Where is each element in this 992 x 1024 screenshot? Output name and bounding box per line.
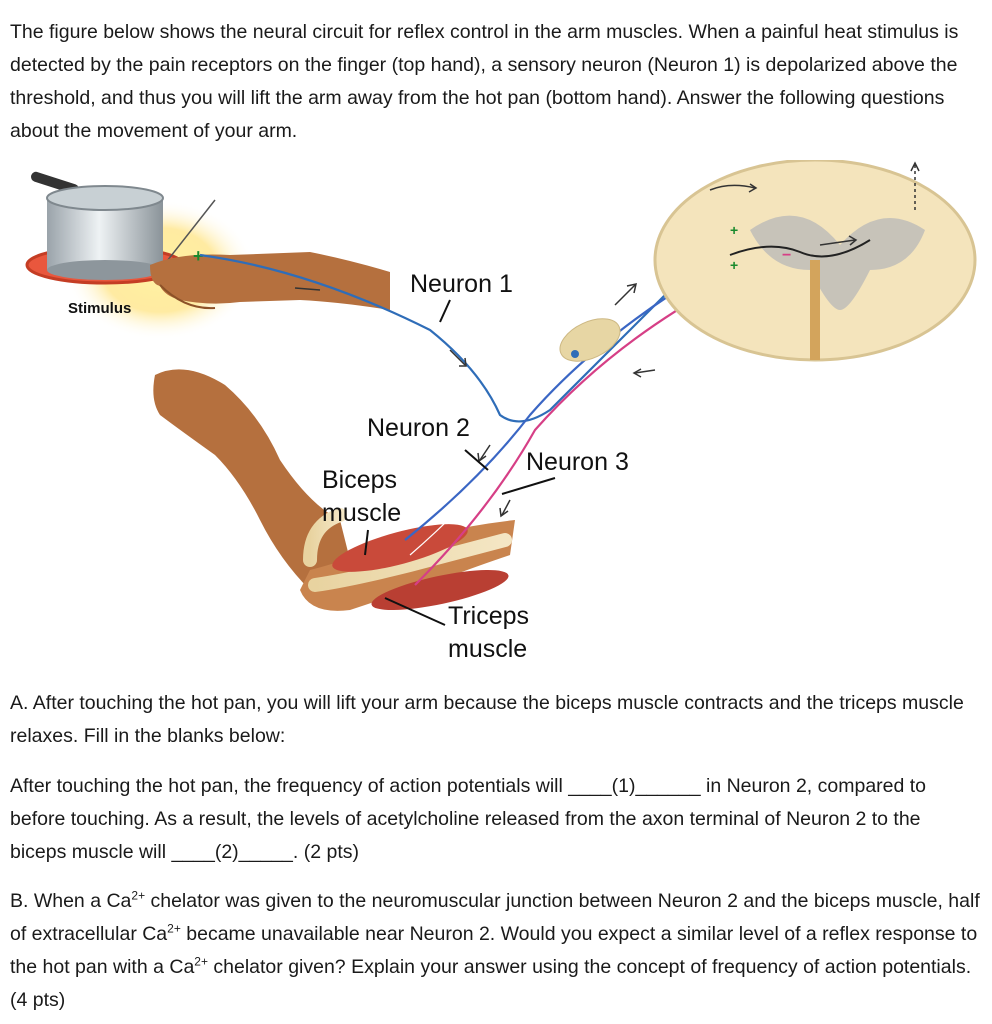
biceps-label-line1: Biceps [322, 466, 398, 494]
qb-sup-3: 2+ [194, 954, 208, 969]
lower-arm [153, 369, 515, 611]
svg-text:−: − [782, 247, 791, 264]
svg-text:+: + [730, 257, 738, 273]
qb-text-4: chelator given? Explain your answer usin… [10, 956, 972, 1011]
biceps-label: Biceps muscle [322, 464, 401, 530]
label-pointers [364, 299, 556, 626]
svg-text:+: + [730, 222, 738, 238]
triceps-label-line1: Triceps [448, 602, 530, 630]
blank-1: ____(1)______ [568, 775, 701, 797]
fill-text-1: After touching the hot pan, the frequenc… [10, 775, 569, 797]
intro-paragraph: The figure below shows the neural circui… [10, 21, 959, 142]
neuron3-label: Neuron 3 [526, 448, 629, 476]
question-a-fill-in: After touching the hot pan, the frequenc… [10, 770, 982, 869]
triceps-label: Triceps muscle [448, 600, 529, 666]
reflex-circuit-figure: + + + − [10, 158, 982, 680]
spinal-cord [653, 158, 977, 362]
neuron2-label: Neuron 2 [367, 414, 470, 442]
qb-sup-2: 2+ [167, 921, 181, 936]
qb-text-3: became unavailable near Neuron 2. Would … [10, 923, 978, 978]
qb-sup-1: 2+ [131, 888, 146, 903]
ganglion [559, 318, 621, 362]
svg-text:+: + [193, 246, 204, 266]
hot-pan [25, 171, 185, 285]
direction-arrows [294, 161, 920, 518]
blank-2: ____(2)_____ [171, 841, 293, 863]
neuron1-label: Neuron 1 [410, 270, 513, 298]
qb-text-1: B. When a Ca [10, 890, 132, 912]
top-hand [150, 252, 390, 310]
fill-text-2: in Neuron 2, compared to before touching… [10, 775, 927, 863]
qb-text-2: chelator was given to the neuromuscular … [10, 890, 980, 945]
stimulus-label: Stimulus [68, 300, 132, 317]
triceps-muscle-shape [371, 570, 509, 610]
figure-illustration: + + + − [25, 158, 977, 626]
triceps-label-line2: muscle [448, 635, 528, 663]
biceps-label-line2: muscle [322, 499, 402, 527]
biceps-muscle-shape [332, 524, 468, 572]
question-a-prompt: A. After touching the hot pan, you will … [10, 692, 964, 747]
question-b: B. When a Ca2+ chelator was given to the… [10, 885, 982, 1017]
fill-text-3: . (2 pts) [292, 841, 360, 863]
